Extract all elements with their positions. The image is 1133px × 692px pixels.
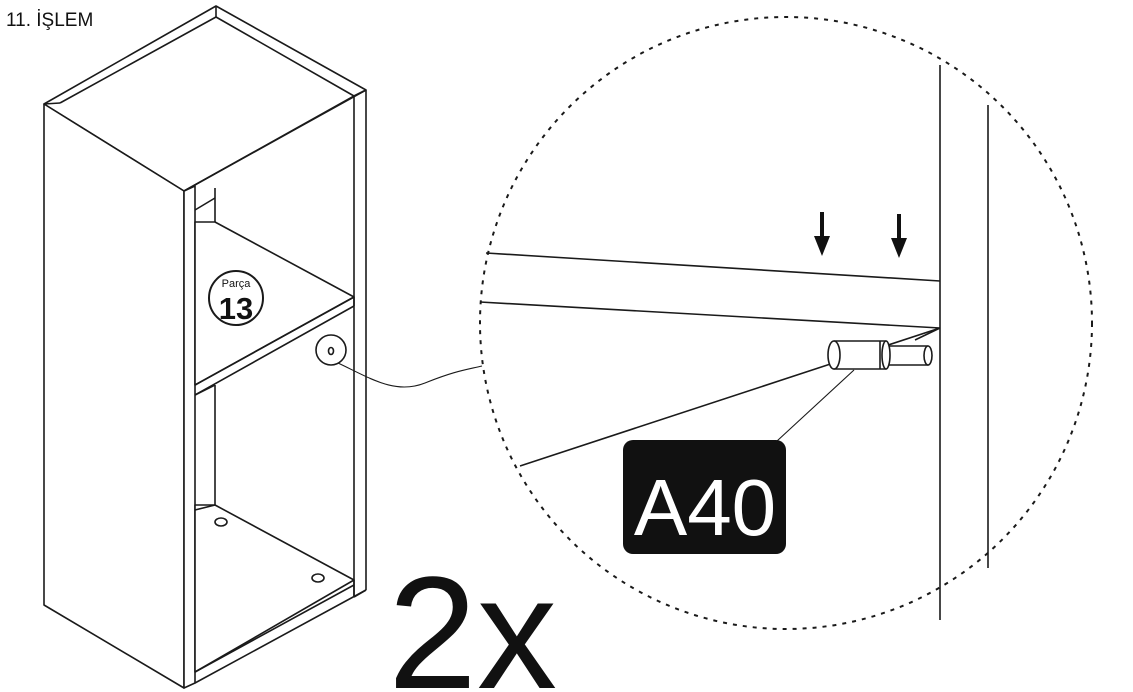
cabinet-front-edge	[183, 185, 196, 689]
down-arrow-icon	[814, 212, 830, 256]
shelf-pin	[827, 340, 933, 370]
shelf-edge-top	[485, 252, 941, 282]
quantity-text: 2x	[388, 543, 557, 692]
detail-marker-hole	[327, 346, 335, 356]
zoom-circle	[479, 16, 1093, 630]
cabinet-drawing	[43, 5, 367, 689]
dowel-hole	[311, 573, 325, 583]
hardware-code-label: A40	[623, 440, 786, 554]
part-badge-number: 13	[219, 291, 253, 326]
shelf-edge-front	[479, 301, 941, 329]
detail-marker	[315, 334, 347, 366]
hardware-code: A40	[634, 463, 776, 552]
down-arrow-icon	[891, 214, 907, 258]
part-badge-circle	[208, 270, 264, 326]
step-title: 11. İŞLEM	[6, 10, 93, 31]
cabinet-bottom-panel	[194, 504, 355, 673]
zoom-detail: A40	[479, 16, 1093, 630]
zoom-connector-line	[337, 362, 483, 388]
part-badge: Parça 13	[208, 270, 264, 326]
cabinet-left-side	[43, 103, 185, 689]
part-badge-label: Parça	[222, 278, 252, 290]
leader-line	[776, 369, 855, 442]
dowel-hole	[214, 517, 228, 527]
